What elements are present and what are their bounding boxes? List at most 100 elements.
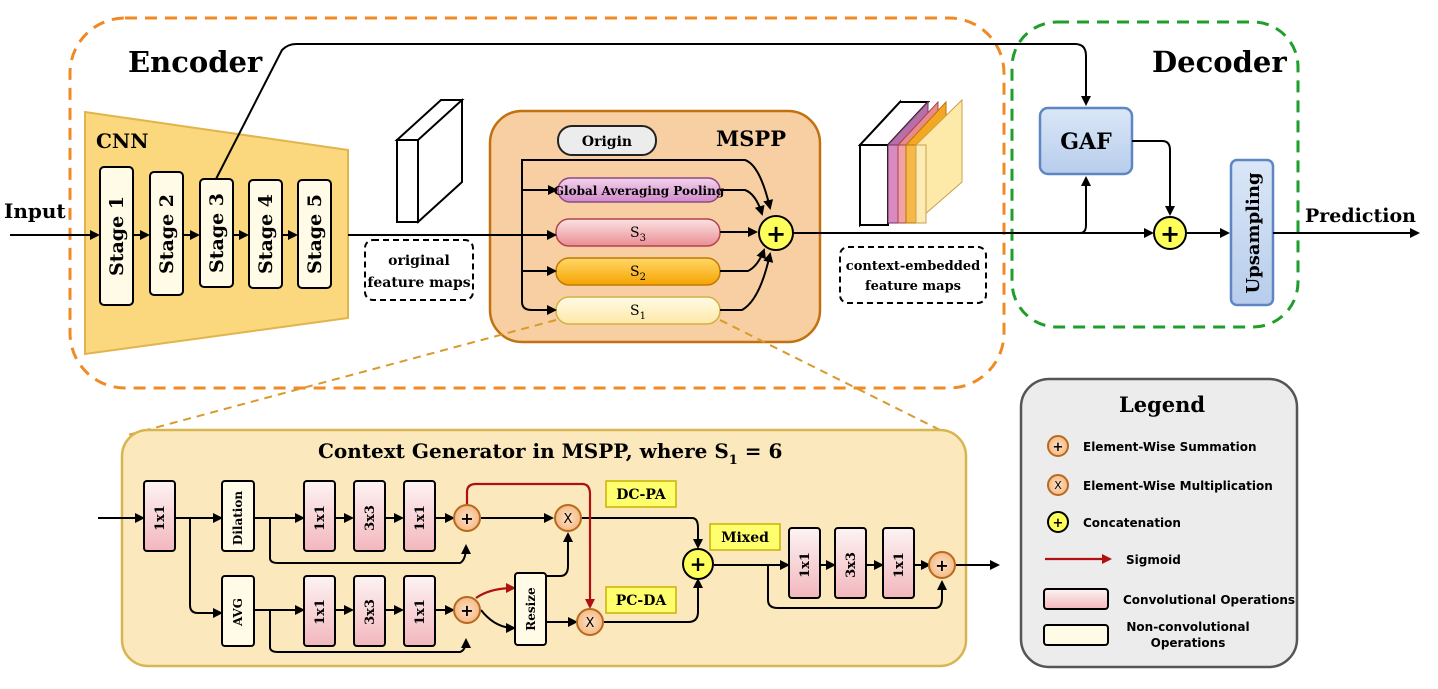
- dc-1x1-b-block: [403, 480, 436, 552]
- decoder-title: Decoder: [1152, 45, 1287, 79]
- context-feature-map-cube: [857, 98, 963, 228]
- resize-label: Resize: [524, 587, 538, 631]
- s1-letter: S: [630, 303, 640, 319]
- stage-5-label: Stage 5: [304, 194, 326, 274]
- dc-multiplication-node: [554, 504, 582, 532]
- mspp-title: MSPP: [716, 126, 786, 151]
- input-label: Input: [4, 199, 66, 223]
- stage-2-label: Stage 2: [156, 194, 178, 274]
- stage-1-label: Stage 1: [106, 196, 128, 276]
- pc-multiplication-node: [576, 608, 604, 636]
- pc-1x1-b-block: [403, 575, 436, 647]
- legend-multiplication-icon: [1047, 474, 1069, 496]
- mspp-branch-arrows: [348, 158, 774, 315]
- cg-1x1-input-label: 1x1: [153, 505, 168, 531]
- gaf-label: GAF: [1060, 129, 1112, 155]
- pc-1x1-a-block: [303, 575, 336, 647]
- mixed-concatenation-node: [682, 548, 714, 580]
- stage-3-label: Stage 3: [206, 193, 228, 273]
- decoder-region: [1010, 20, 1300, 329]
- avg-block: [221, 575, 255, 647]
- stage-2-block: [149, 171, 184, 296]
- pc-1x1-b-label: 1x1: [413, 599, 428, 625]
- pc-3x3-label: 3x3: [363, 599, 378, 625]
- origin-box: [557, 125, 657, 156]
- legend-nonconv-swatch: [1043, 624, 1109, 646]
- mix-1x1-a-label: 1x1: [798, 552, 813, 578]
- context-caption-line-1: context-embedded: [846, 259, 980, 274]
- s1-subscript: 1: [640, 311, 646, 322]
- dilation-label: Dilation: [231, 491, 245, 545]
- decoder-concat-glyph: +: [1160, 220, 1180, 248]
- mix-1x1-b-label: 1x1: [892, 552, 907, 578]
- prediction-label: Prediction: [1305, 205, 1416, 227]
- mixed-tag: [709, 523, 781, 551]
- mixed-label: Mixed: [721, 530, 769, 546]
- pc-summation-node: [453, 596, 481, 624]
- mix-3x3-label: 3x3: [844, 552, 859, 578]
- s3-label: S3: [630, 225, 646, 244]
- legend-sigmoid-text: Sigmoid: [1126, 553, 1181, 567]
- legend-summation-glyph: +: [1053, 440, 1064, 455]
- dcpa-label: DC-PA: [616, 487, 667, 503]
- mix-1x1-a-block: [788, 527, 821, 599]
- s1-label: S1: [630, 303, 646, 322]
- dc-summation-glyph: +: [460, 509, 473, 528]
- s3-subscript: 3: [640, 233, 646, 244]
- mix-1x1-b-block: [882, 527, 915, 599]
- dc-summation-node: [453, 504, 481, 532]
- dc-3x3-block: [353, 480, 386, 552]
- dc-multiplication-glyph: X: [564, 512, 573, 527]
- resize-block: [514, 572, 547, 646]
- stage-5-block: [297, 179, 332, 289]
- cnn-label: CNN: [96, 129, 148, 153]
- original-caption-line-2: feature maps: [367, 275, 470, 291]
- cg-title-text: Context Generator in MSPP, where S: [318, 439, 729, 463]
- s2-letter: S: [630, 264, 640, 280]
- pcda-label: PC-DA: [616, 593, 668, 609]
- avg-label: AVG: [231, 598, 245, 627]
- dc-1x1-a-block: [303, 480, 336, 552]
- dc-1x1-b-label: 1x1: [413, 505, 428, 531]
- final-summation-node: [928, 551, 956, 579]
- dcpa-tag: [605, 480, 677, 508]
- original-caption-box: [364, 239, 474, 301]
- legend-concatenation-glyph: +: [1053, 516, 1064, 531]
- cg-title-subscript: 1: [729, 453, 738, 468]
- legend-concatenation-text: Concatenation: [1083, 516, 1181, 530]
- encoder-title: Encoder: [128, 45, 263, 79]
- original-caption-line-1: original: [388, 253, 450, 269]
- final-summation-glyph: +: [935, 556, 948, 575]
- dilation-block: [221, 480, 255, 552]
- origin-label: Origin: [582, 134, 632, 150]
- zoom-line-left: [127, 319, 557, 436]
- upsampling-label: Upsampling: [1243, 172, 1264, 293]
- cg-title-end: = 6: [738, 439, 783, 463]
- pc-summation-glyph: +: [460, 601, 473, 620]
- context-generator-title: Context Generator in MSPP, where S1 = 6: [318, 439, 782, 468]
- cg-1x1-input-block: [143, 480, 176, 552]
- pcda-tag: [605, 586, 677, 614]
- legend-summation-icon: [1047, 435, 1069, 457]
- legend-summation-text: Element-Wise Summation: [1083, 440, 1257, 454]
- stage-blocks: Stage 1 Stage 2 Stage 3 Stage 4 Stage 5: [99, 166, 332, 306]
- sigmoid-arrow-bottom: [475, 583, 516, 599]
- cg-wires: [98, 513, 1000, 653]
- legend-title: Legend: [1119, 392, 1205, 417]
- legend-nonconv-text-2: Operations: [1151, 636, 1226, 650]
- legend-conv-text: Convolutional Operations: [1123, 593, 1295, 607]
- s3-letter: S: [630, 225, 640, 241]
- encoder-region: [68, 16, 1006, 390]
- dc-3x3-label: 3x3: [363, 505, 378, 531]
- legend-concatenation-icon: [1047, 511, 1069, 533]
- stage-4-label: Stage 4: [255, 194, 277, 274]
- context-caption-box: [839, 246, 987, 304]
- sigmoid-arrow-top: [465, 482, 595, 609]
- context-caption-line-2: feature maps: [865, 279, 961, 294]
- legend-nonconv-text-1: Non-convolutional: [1126, 620, 1249, 634]
- zoom-line-right: [719, 319, 951, 436]
- s2-label: S2: [630, 264, 646, 283]
- mspp-concat-glyph: +: [766, 220, 786, 248]
- pc-3x3-block: [353, 575, 386, 647]
